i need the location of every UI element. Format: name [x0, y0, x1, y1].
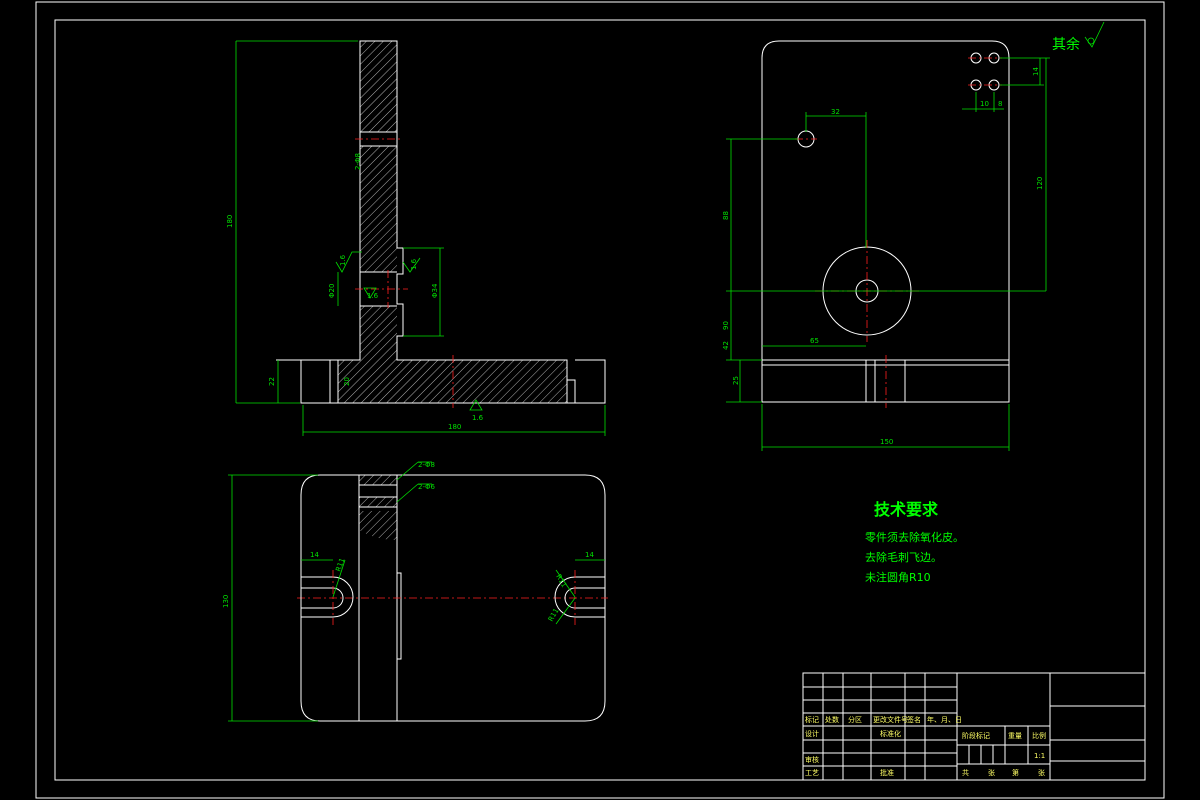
- dim-side-10: 10: [980, 100, 989, 108]
- dim-front-height: 180: [226, 215, 234, 228]
- dim-top-label: 2-Φ8: [354, 153, 362, 170]
- dim-plan-2x: 2-Φ8: [418, 461, 435, 469]
- rough-other-label: 其余: [1052, 36, 1080, 53]
- tb-stage-mark: 阶段标记: [962, 731, 990, 740]
- tb-check: 审核: [805, 755, 819, 764]
- tb-h-count: 处数: [825, 715, 839, 724]
- tb-sheet-no: 第: [1012, 768, 1019, 777]
- ra-2: 1.6: [410, 258, 418, 270]
- dim-plan-14-right: 14: [585, 551, 594, 559]
- tb-sheet-unit: 张: [1038, 768, 1045, 777]
- side-view: 150 32 88 42 25 65 120 14 10 8 90: [722, 40, 1050, 451]
- tech-title: 技术要求: [874, 500, 939, 519]
- tb-scale: 比例: [1032, 731, 1046, 740]
- ra-3: 1.6: [367, 292, 379, 300]
- tech-requirements: 技术要求 零件须去除氧化皮。 去除毛刺飞边。 未注圆角R10: [865, 500, 964, 584]
- dim-front-width: 180: [448, 423, 461, 431]
- tb-process: 工艺: [805, 769, 819, 777]
- title-block: 标记 处数 分区 更改文件号 签名 年、月、日 设计 标准化 审核 工艺 批准 …: [802, 672, 1146, 781]
- tech-item-3: 未注圆角R10: [865, 570, 931, 584]
- tb-sheets-unit: 张: [988, 768, 995, 777]
- dim-side-width: 150: [880, 438, 893, 446]
- dim-side-65: 65: [810, 337, 819, 345]
- tb-h-zone: 分区: [848, 715, 862, 724]
- inner-border: [54, 19, 1146, 781]
- tb-scale-value: 1:1: [1034, 752, 1045, 760]
- tb-h-docno: 更改文件号: [873, 715, 908, 724]
- tb-approve: 批准: [880, 768, 894, 777]
- dim-plan-r1: R11: [334, 557, 346, 573]
- dim-plan-r2: R11: [554, 573, 568, 589]
- dim-plan-height: 130: [222, 595, 230, 608]
- dim-bore-len: Φ34: [431, 283, 439, 298]
- ra-4: 1.6: [472, 414, 484, 422]
- dim-plan-2y: 2-Φ6: [418, 483, 435, 491]
- tb-standard: 标准化: [880, 729, 901, 738]
- tb-h-mark: 标记: [805, 715, 819, 724]
- dim-side-8: 8: [998, 100, 1002, 108]
- front-section-view: 180 180 22 20 Φ20 Φ34 1.6 1.6 1.6 1.6 2-…: [226, 40, 606, 436]
- tb-h-sign: 签名: [907, 715, 921, 724]
- rough-note: 其余: [1052, 21, 1105, 53]
- plan-view: 130 14 14 R11 R11 R11 2-Φ8 2-Φ6: [222, 461, 608, 722]
- dim-side-14: 14: [1032, 67, 1040, 76]
- tb-weight: 重量: [1008, 732, 1022, 740]
- tech-item-2: 去除毛刺飞边。: [865, 550, 942, 564]
- tech-item-1: 零件须去除氧化皮。: [865, 530, 964, 544]
- dim-side-42: 42: [722, 341, 730, 350]
- dim-base-thk: 22: [268, 377, 276, 386]
- tb-h-date: 年、月、日: [927, 715, 962, 724]
- dim-side-88: 88: [722, 211, 730, 220]
- dim-bore-dia: Φ20: [328, 284, 336, 298]
- tb-design: 设计: [805, 729, 819, 738]
- dim-base-step: 20: [343, 377, 351, 386]
- dim-side-120: 120: [1036, 177, 1044, 190]
- ra-1: 1.6: [339, 254, 347, 266]
- dim-side-32: 32: [831, 108, 840, 116]
- dim-side-90: 90: [722, 321, 730, 330]
- outer-border: [35, 1, 1165, 799]
- dim-side-25: 25: [732, 376, 740, 385]
- dim-plan-14-left: 14: [310, 551, 319, 559]
- tb-sheets-total: 共: [962, 768, 969, 777]
